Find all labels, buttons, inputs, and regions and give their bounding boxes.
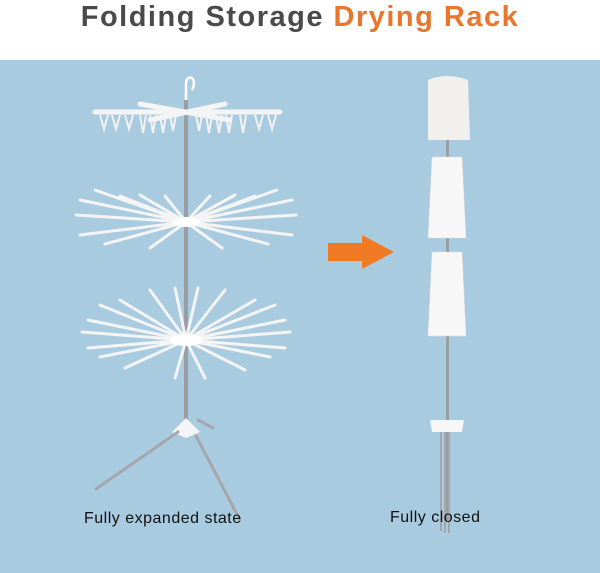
lower-tier [80, 286, 292, 380]
expanded-rack [74, 76, 298, 522]
caption-expanded: Fully expanded state [84, 510, 242, 527]
product-panel: Fully expanded state Fully closed [0, 60, 600, 573]
folded-clothespins [428, 76, 470, 140]
middle-tier [74, 188, 298, 250]
closed-rack [427, 76, 470, 533]
product-illustration [74, 76, 470, 533]
tripod-hub [430, 420, 464, 432]
page-title: Folding Storage Drying Rack [0, 0, 600, 60]
caption-closed: Fully closed [390, 509, 481, 526]
hook-icon [184, 76, 196, 100]
arrow-right-icon [328, 235, 394, 269]
title-part-1: Folding Storage [80, 1, 324, 33]
title-part-2: Drying Rack [333, 1, 520, 33]
folded-tier-1 [427, 156, 467, 239]
folded-tier-2 [427, 251, 467, 337]
